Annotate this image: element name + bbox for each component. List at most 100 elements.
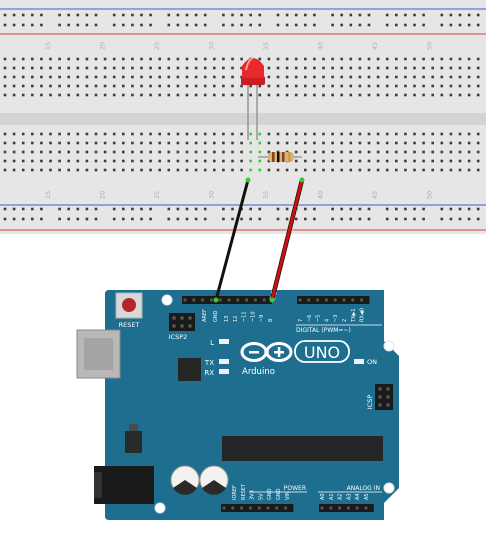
breadboard-hole [385, 150, 389, 154]
breadboard-hole [12, 159, 16, 163]
breadboard-hole [103, 141, 107, 145]
breadboard-hole [313, 57, 316, 61]
led[interactable] [241, 57, 265, 140]
breadboard-hole [385, 141, 389, 145]
breadboard-hole [213, 75, 216, 79]
breadboard-hole [313, 93, 316, 97]
reset-button[interactable] [122, 298, 136, 312]
breadboard-hole [313, 84, 316, 88]
breadboard-hole [176, 207, 180, 211]
breadboard-hole [404, 217, 407, 221]
breadboard-hole [3, 75, 7, 79]
icsp-pin [386, 395, 390, 399]
breadboard-hole [231, 13, 234, 17]
breadboard-hole [122, 217, 125, 221]
breadboard-hole [3, 141, 7, 145]
breadboard-hole [31, 23, 34, 27]
breadboard-hole [285, 57, 289, 61]
arduino-uno[interactable]: RESET ICSP2 L TX RX UNO Arduino ON [76, 290, 399, 520]
breadboard-hole [413, 207, 416, 211]
breadboard-hole [103, 150, 107, 154]
resistor[interactable] [258, 152, 302, 162]
resistor-band-3 [282, 152, 285, 162]
breadboard-hole [349, 66, 353, 70]
breadboard-hole [167, 57, 171, 61]
atmega-chip [222, 436, 383, 461]
breadboard-hole [358, 141, 362, 145]
analog-header-pin [320, 506, 324, 510]
breadboard-hole [213, 132, 216, 136]
breadboard-hole [476, 159, 480, 163]
breadboard-hole [385, 168, 389, 172]
breadboard-hole [140, 207, 143, 211]
breadboard-hole [240, 159, 243, 163]
breadboard-hole [258, 207, 262, 211]
breadboard-hole [358, 217, 362, 221]
power-header-pin [257, 506, 261, 510]
breadboard-hole [231, 75, 234, 79]
breadboard-hole [12, 75, 16, 79]
breadboard-hole [467, 13, 471, 17]
breadboard-hole [358, 132, 362, 136]
breadboard-hole [203, 168, 207, 172]
breadboard-hole [404, 93, 407, 97]
breadboard-hole [413, 132, 416, 136]
gnd-wire[interactable] [214, 179, 250, 301]
breadboard-hole [367, 93, 371, 97]
breadboard-hole [231, 141, 234, 145]
breadboard-hole [349, 93, 353, 97]
breadboard-hole [440, 66, 444, 70]
breadboard-hole [395, 23, 398, 27]
breadboard-hole [31, 150, 34, 154]
breadboard-hole [395, 84, 398, 88]
breadboard-hole [467, 75, 471, 79]
breadboard-hole [131, 13, 134, 17]
breadboard-hole [367, 150, 371, 154]
digital-header-left-body [182, 296, 272, 304]
breadboard-hole [404, 57, 407, 61]
breadboard-hole [440, 57, 444, 61]
breadboard-hole [231, 66, 234, 70]
breadboard-hole [222, 66, 225, 70]
breadboard-hole [440, 75, 444, 79]
analog-header-pin [355, 506, 359, 510]
breadboard-hole [231, 150, 234, 154]
breadboard-hole [12, 150, 16, 154]
breadboard-hole [404, 13, 407, 17]
breadboard-hole [276, 75, 280, 79]
breadboard-hole [322, 84, 325, 88]
mount-hole-3 [154, 502, 166, 514]
breadboard-hole [3, 23, 7, 27]
breadboard-hole [21, 207, 25, 211]
reset-label: RESET [119, 321, 140, 329]
breadboard-hole [458, 23, 462, 27]
digital-header-left-pin [254, 298, 257, 302]
breadboard-hole [276, 57, 280, 61]
breadboard-hole [40, 207, 43, 211]
breadboard-hole [340, 57, 343, 61]
breadboard-hole [85, 207, 89, 211]
breadboard-hole [358, 84, 362, 88]
breadboard-hole [203, 84, 207, 88]
breadboard-hole [331, 23, 334, 27]
breadboard-hole [240, 23, 243, 27]
breadboard-hole [285, 93, 289, 97]
breadboard-hole [49, 84, 52, 88]
signal-wire[interactable] [270, 179, 304, 301]
breadboard-hole [76, 13, 80, 17]
breadboard-hole [185, 159, 189, 163]
breadboard-hole [276, 207, 280, 211]
breadboard-hole [422, 141, 425, 145]
breadboard-hole [404, 23, 407, 27]
breadboard-hole [21, 23, 25, 27]
breadboard-hole [413, 150, 416, 154]
breadboard-hole [267, 57, 271, 61]
breadboard-hole [112, 159, 116, 163]
power-pin-label: GND [267, 488, 273, 500]
breadboard-hole [376, 150, 380, 154]
breadboard-hole [476, 207, 480, 211]
wires[interactable] [213, 177, 305, 303]
breadboard-hole [213, 159, 216, 163]
